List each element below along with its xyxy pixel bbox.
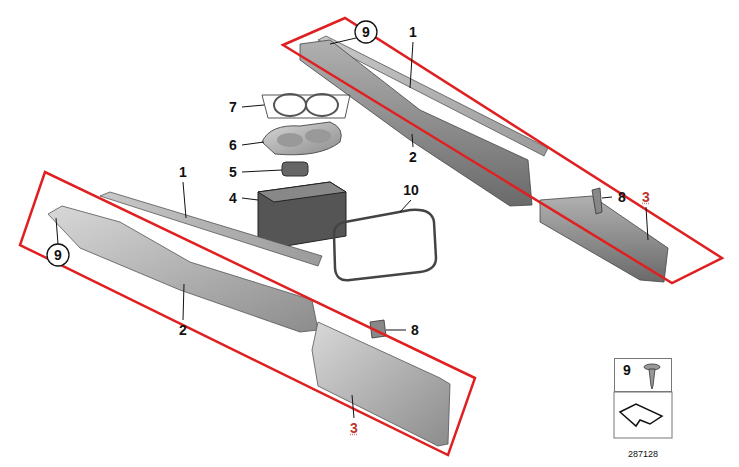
callout-number: 287128 xyxy=(628,450,658,459)
callout-number: 4 xyxy=(229,191,237,205)
callout-number: 9 xyxy=(615,359,671,377)
callout-circle xyxy=(355,21,377,43)
clip xyxy=(592,188,602,214)
tray xyxy=(262,122,341,155)
legend-box: 9 xyxy=(614,358,672,392)
callout-number: 1 xyxy=(179,165,187,179)
highlight-frame xyxy=(283,18,722,283)
control-unit xyxy=(258,182,346,248)
callout-number: 7 xyxy=(229,100,237,114)
callout-number: 3 xyxy=(350,421,358,435)
callout-number: 3 xyxy=(642,190,650,204)
callout-number: 6 xyxy=(229,138,237,152)
callout-number: 9 xyxy=(54,248,62,262)
callout-number: 10 xyxy=(403,183,419,197)
callout-number: 2 xyxy=(409,150,417,164)
callout-number: 8 xyxy=(618,190,626,204)
screw-icon xyxy=(644,364,660,389)
frame xyxy=(334,210,436,281)
callout-number: 5 xyxy=(229,165,237,179)
side-panel xyxy=(312,322,450,446)
callout-number: 2 xyxy=(179,323,187,337)
highlight-frame xyxy=(20,172,475,455)
mat xyxy=(282,162,308,176)
callout-number: 1 xyxy=(409,25,417,39)
callout-circle xyxy=(47,244,69,266)
leader-lines xyxy=(56,38,648,418)
cupholder-ring xyxy=(262,94,350,118)
callout-number: 8 xyxy=(411,323,419,337)
side-trim xyxy=(48,206,318,332)
side-trim xyxy=(300,40,532,206)
icon-box xyxy=(614,392,672,438)
clip-icon xyxy=(620,404,662,426)
callout-number: 9 xyxy=(362,25,370,39)
